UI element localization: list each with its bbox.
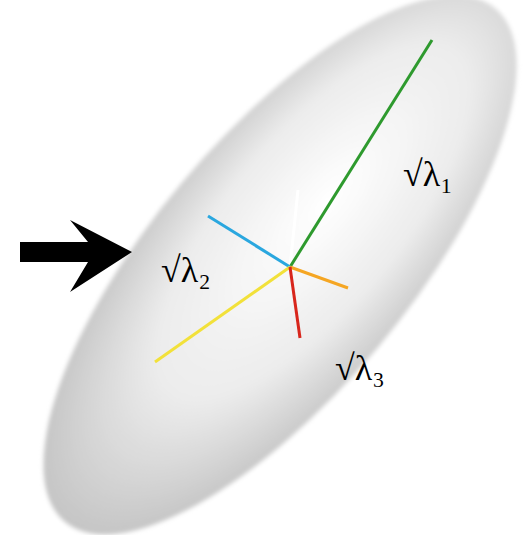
axis-blue <box>208 216 290 267</box>
arrow <box>20 220 132 292</box>
axis-red <box>290 267 300 338</box>
axis-label: √λ₂ <box>161 252 211 288</box>
axis-orange <box>290 267 348 288</box>
axis-label: √λ₁ <box>403 156 453 192</box>
axis-label: √λ₃ <box>335 350 385 386</box>
axis-green <box>290 40 432 267</box>
